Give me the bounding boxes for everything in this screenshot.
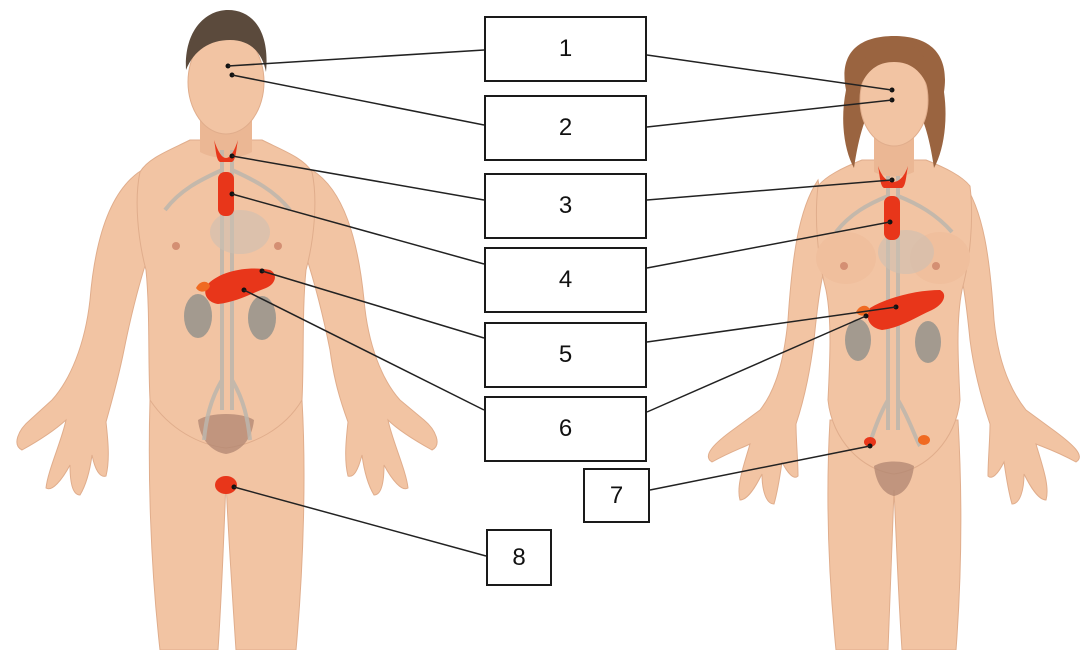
label-box-6[interactable]: 6 <box>484 396 647 462</box>
label-box-6-text: 6 <box>559 415 572 443</box>
female-breast-left <box>816 232 876 284</box>
label-box-2-text: 2 <box>559 114 572 142</box>
female-right-arm <box>954 180 1079 504</box>
female-kidney-left <box>845 319 871 361</box>
male-nipple-left <box>172 242 180 250</box>
label-box-3[interactable]: 3 <box>484 173 647 239</box>
female-left-arm <box>708 180 830 504</box>
male-figure <box>17 10 437 650</box>
label-box-7-text: 7 <box>610 482 623 510</box>
label-box-1-text: 1 <box>559 35 572 63</box>
female-ovary-right <box>918 435 930 445</box>
male-heart-shadow <box>210 210 270 254</box>
label-box-4[interactable]: 4 <box>484 247 647 313</box>
female-figure <box>708 36 1079 650</box>
label-box-1[interactable]: 1 <box>484 16 647 82</box>
male-kidney-left <box>184 294 212 338</box>
label-box-8-text: 8 <box>512 544 525 572</box>
female-thymus <box>884 196 900 240</box>
label-box-8[interactable]: 8 <box>486 529 552 586</box>
label-box-7[interactable]: 7 <box>583 468 650 523</box>
label-box-5-text: 5 <box>559 341 572 369</box>
female-nipple-right <box>932 262 940 270</box>
male-left-arm <box>17 170 150 495</box>
male-right-arm <box>304 170 437 495</box>
label-box-2[interactable]: 2 <box>484 95 647 161</box>
label-box-5[interactable]: 5 <box>484 322 647 388</box>
leader-line-2-male <box>232 75 484 125</box>
male-kidney-right <box>248 296 276 340</box>
male-nipple-right <box>274 242 282 250</box>
female-nipple-left <box>840 262 848 270</box>
label-box-4-text: 4 <box>559 266 572 294</box>
label-box-3-text: 3 <box>559 192 572 220</box>
female-kidney-right <box>915 321 941 363</box>
